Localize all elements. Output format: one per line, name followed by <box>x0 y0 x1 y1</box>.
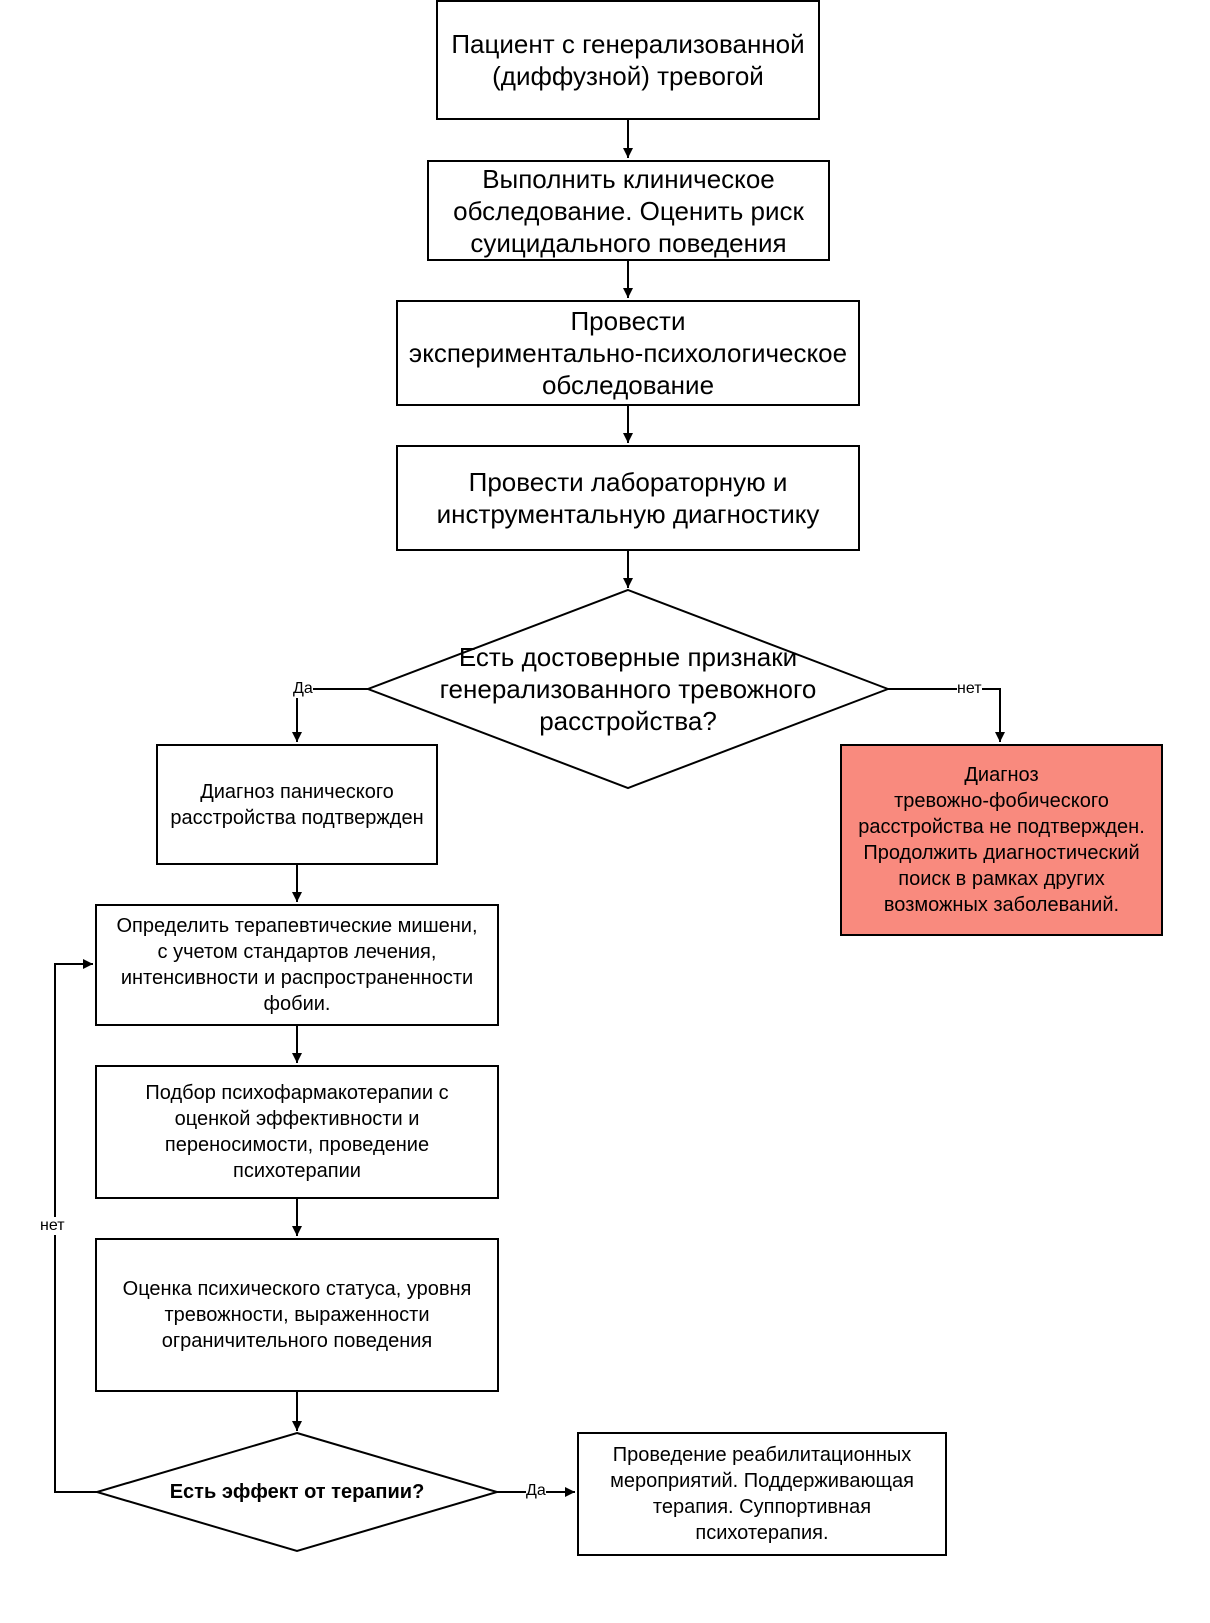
label-effect-yes: Да <box>526 1482 546 1500</box>
decision-gad-text: Есть достоверные признаки генерализованн… <box>439 642 817 736</box>
node-pharma: Подбор психофармакотерапии с оценкой эфф… <box>95 1065 499 1199</box>
node-clinical-exam: Выполнить клиническое обследование. Оцен… <box>427 160 830 261</box>
node-lab-diag: Провести лабораторную и инструментальную… <box>396 445 860 551</box>
label-gad-no: нет <box>957 680 982 698</box>
node-patient: Пациент с генерализованной (диффузной) т… <box>436 0 820 120</box>
node-rehab: Проведение реабилитационных мероприятий.… <box>577 1432 947 1556</box>
node-status: Оценка психического статуса, уровня трев… <box>95 1238 499 1392</box>
node-panic-confirmed: Диагноз панического расстройства подтвер… <box>156 744 438 865</box>
edge-gad-no <box>888 688 1005 742</box>
node-psych-exam: Провести экспериментально-психологическо… <box>396 300 860 406</box>
decision-gad-diamond <box>365 588 891 790</box>
decision-effect-text: Есть эффект от терапии? <box>169 1481 425 1503</box>
decision-effect-diamond <box>93 1431 501 1553</box>
node-targets: Определить терапевтические мишени, с уче… <box>95 904 499 1026</box>
label-gad-yes: Да <box>293 680 313 698</box>
label-effect-no: нет <box>40 1217 65 1235</box>
node-not-confirmed: Диагноз тревожно-фобического расстройств… <box>840 744 1163 936</box>
